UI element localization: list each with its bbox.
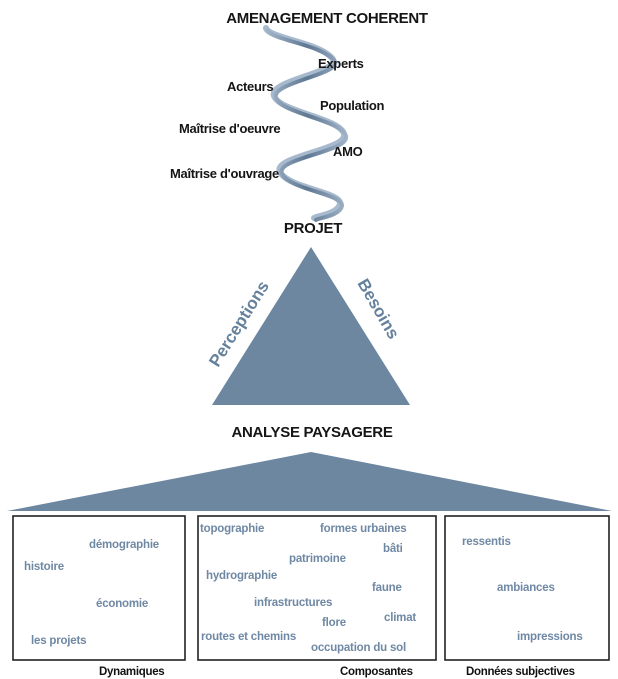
box-dynamiques: démographie histoire économie les projet… <box>12 515 186 678</box>
label-analyse-paysagere: ANALYSE PAYSAGERE <box>231 424 392 441</box>
item-impressions: impressions <box>517 631 583 643</box>
item-climat: climat <box>384 612 416 624</box>
fan-triangle <box>7 452 612 511</box>
helix-spiral <box>263 25 348 222</box>
box-composantes-title: Composantes <box>340 666 413 678</box>
label-acteurs: Acteurs <box>227 79 273 94</box>
item-routes-et-chemins: routes et chemins <box>201 631 296 643</box>
item-faune: faune <box>372 582 402 594</box>
label-experts: Experts <box>318 56 364 71</box>
label-amo: AMO <box>333 144 363 159</box>
central-triangle <box>212 247 410 405</box>
box-subjectives-frame <box>444 515 610 661</box>
box-subjectives: ressentis ambiances impressions Données … <box>444 515 610 678</box>
box-dynamiques-title: Dynamiques <box>99 666 164 678</box>
item-patrimoine: patrimoine <box>289 553 346 565</box>
item-hydrographie: hydrographie <box>206 570 277 582</box>
label-population: Population <box>320 98 385 113</box>
item-occupation-du-sol: occupation du sol <box>311 642 406 654</box>
label-projet: PROJET <box>284 220 342 237</box>
item-histoire: histoire <box>24 561 64 573</box>
item-formes-urbaines: formes urbaines <box>320 523 406 535</box>
item-infrastructures: infrastructures <box>254 597 332 609</box>
item-les-projets: les projets <box>31 635 86 647</box>
box-dynamiques-frame <box>12 515 186 661</box>
item-demographie: démographie <box>89 539 159 551</box>
item-ressentis: ressentis <box>462 536 511 548</box>
title-amenagement-coherent: AMENAGEMENT COHERENT <box>226 10 428 27</box>
box-composantes: topographie formes urbaines bâti patrimo… <box>197 515 437 678</box>
box-composantes-frame <box>197 515 437 661</box>
item-flore: flore <box>322 617 346 629</box>
label-maitrise-oeuvre: Maîtrise d'oeuvre <box>179 121 280 136</box>
helix-strand-front <box>266 28 348 222</box>
item-topographie: topographie <box>200 523 264 535</box>
box-subjectives-title: Données subjectives <box>466 666 575 678</box>
label-maitrise-ouvrage: Maîtrise d'ouvrage <box>170 166 279 181</box>
item-bati: bâti <box>383 543 403 555</box>
item-ambiances: ambiances <box>497 582 555 594</box>
item-economie: économie <box>96 598 148 610</box>
